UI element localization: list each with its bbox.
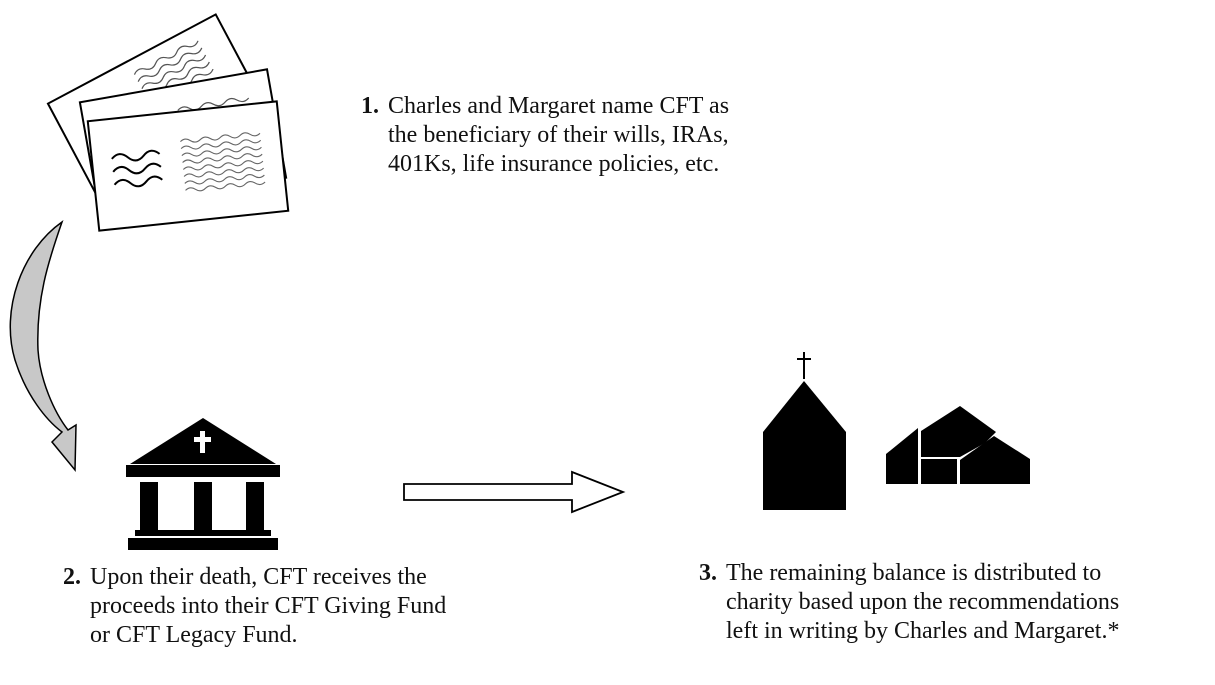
step-1-line: the beneficiary of their wills, IRAs, xyxy=(388,122,729,148)
documents-stack-icon xyxy=(46,13,290,232)
step-3-text: 3. The remaining balance is distributed … xyxy=(699,559,1120,646)
temple-with-cross-icon xyxy=(126,418,280,550)
step-3-line: left in writing by Charles and Margaret.… xyxy=(726,618,1120,644)
right-arrow-icon xyxy=(403,470,626,514)
step-1-text: 1. Charles and Margaret name CFT as the … xyxy=(361,92,730,179)
step-1-number: 1. xyxy=(361,93,379,119)
step-2-line: or CFT Legacy Fund. xyxy=(90,622,298,648)
step-3-line: The remaining balance is distributed to xyxy=(726,560,1102,586)
step-1-line: Charles and Margaret name CFT as xyxy=(388,93,730,119)
church-icon xyxy=(763,352,846,510)
step-2-text: 2. Upon their death, CFT receives the pr… xyxy=(63,563,447,650)
step-3-line: charity based upon the recommendations xyxy=(726,589,1120,615)
step-2-line: Upon their death, CFT receives the xyxy=(90,564,427,590)
curved-arrow-icon xyxy=(9,220,77,473)
step-1-line: 401Ks, life insurance policies, etc. xyxy=(388,151,720,177)
step-3-number: 3. xyxy=(699,560,717,586)
step-2-line: proceeds into their CFT Giving Fund xyxy=(90,593,447,619)
buildings-icon xyxy=(886,406,1030,484)
step-2-number: 2. xyxy=(63,564,81,590)
